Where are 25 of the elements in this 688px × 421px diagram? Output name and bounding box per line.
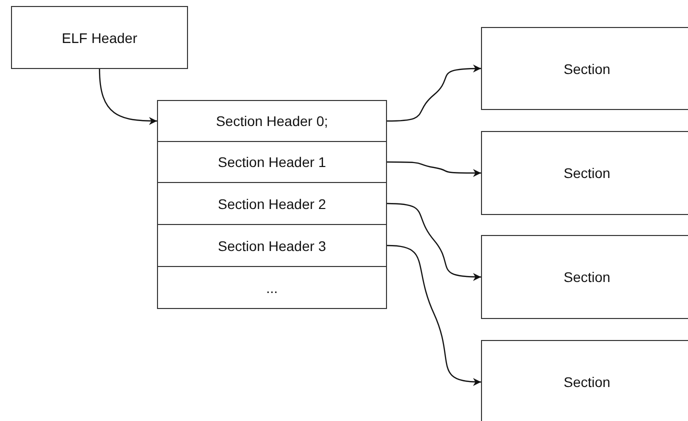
section-box bbox=[481, 340, 688, 421]
arrow bbox=[387, 161, 481, 177]
node-label: Section Header 2 bbox=[218, 196, 326, 212]
section-box bbox=[481, 235, 688, 319]
arrow bbox=[386, 202, 482, 281]
node-label: Section Header 0; bbox=[216, 113, 328, 129]
node-label: Section Header 1 bbox=[218, 154, 326, 170]
table-row bbox=[157, 266, 387, 309]
node-label: ... bbox=[266, 280, 278, 296]
arrow bbox=[386, 244, 482, 386]
node-label: Section bbox=[564, 165, 610, 181]
arrow bbox=[387, 64, 481, 122]
arrow bbox=[98, 68, 157, 125]
node-label: Section Header 3 bbox=[218, 238, 326, 254]
table-row bbox=[157, 141, 387, 183]
table-row bbox=[157, 100, 387, 142]
section-box bbox=[481, 27, 688, 110]
table-row bbox=[157, 224, 387, 267]
node-label: ELF Header bbox=[62, 30, 138, 46]
section-box bbox=[481, 131, 688, 215]
node-label: Section bbox=[564, 269, 610, 285]
table-row bbox=[157, 182, 387, 225]
node-label: Section bbox=[564, 60, 610, 76]
node-label: Section bbox=[564, 374, 610, 390]
header-box bbox=[11, 6, 188, 69]
